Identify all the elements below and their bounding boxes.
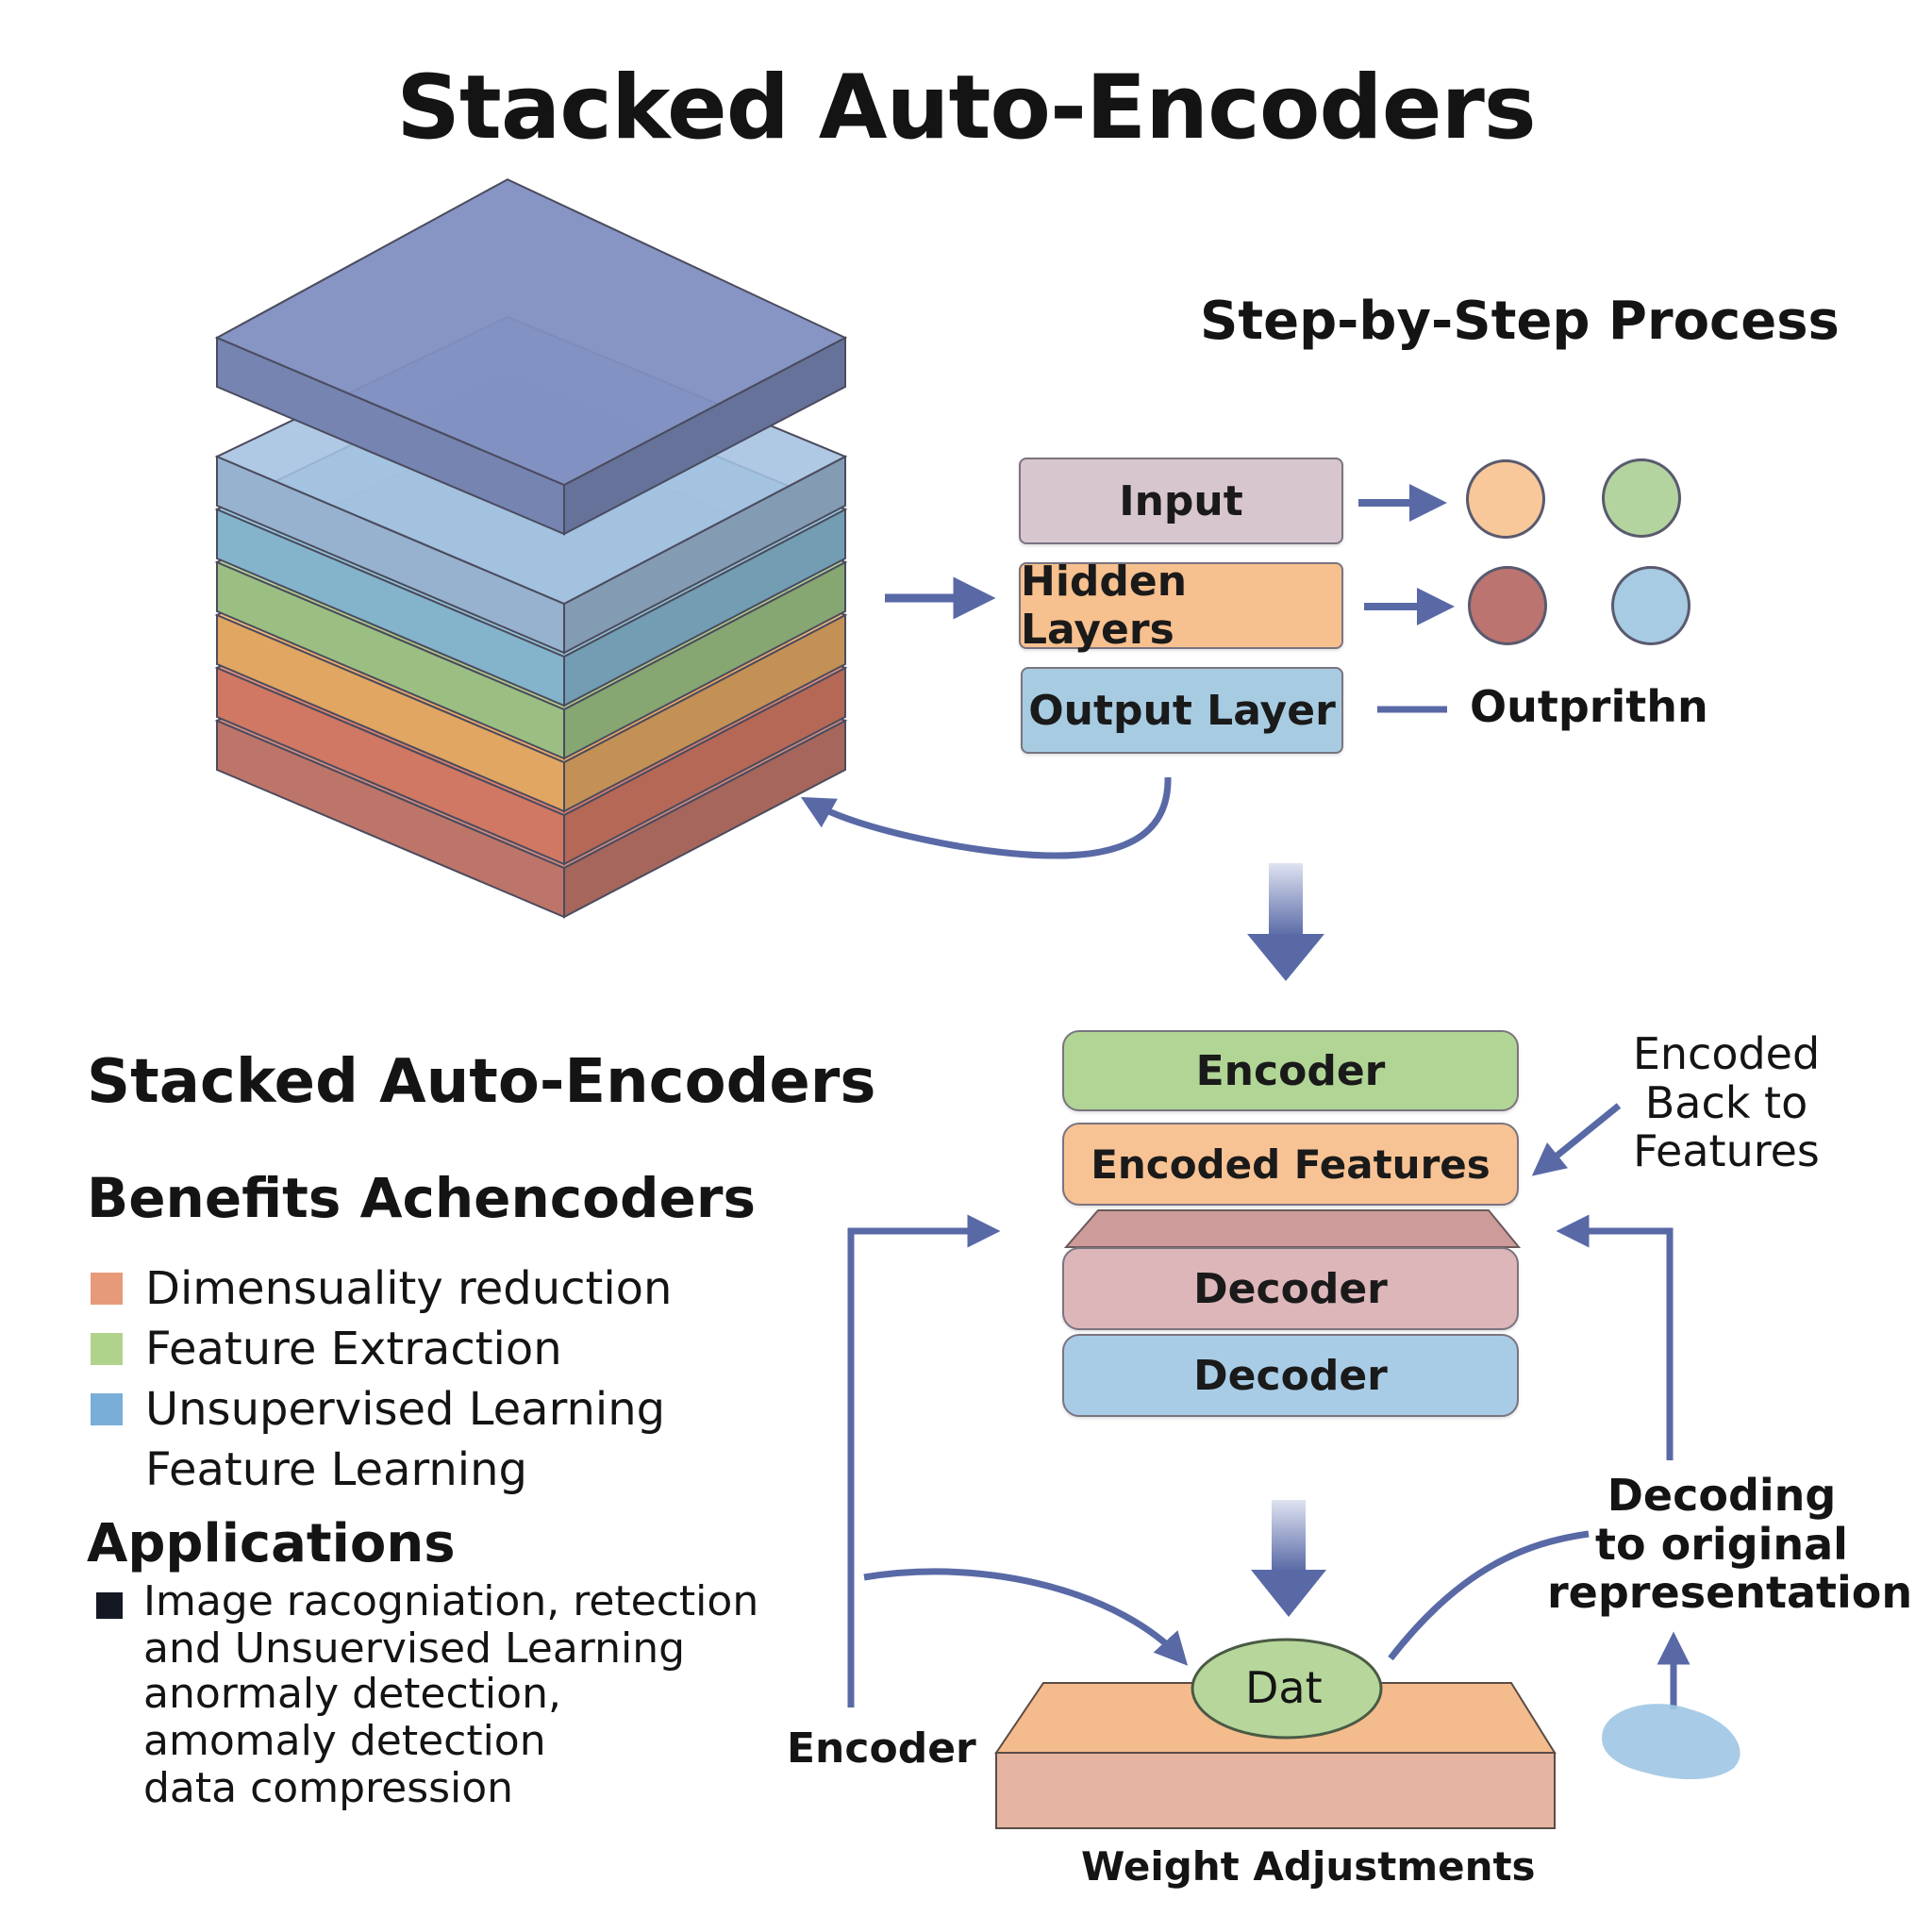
benefit-item: Feature Extraction bbox=[91, 1323, 562, 1375]
benefit-item: Dimensuality reduction bbox=[91, 1262, 672, 1315]
applications-heading: Applications bbox=[87, 1513, 456, 1574]
benefit-swatch-icon bbox=[91, 1393, 123, 1425]
benefits-heading: Benefits Achencoders bbox=[87, 1166, 756, 1230]
benefit-extra: Feature Learning bbox=[145, 1443, 528, 1496]
connector-trapezoid bbox=[1063, 1209, 1522, 1248]
applications-bullet-icon bbox=[96, 1592, 123, 1619]
application-line: data compression bbox=[143, 1764, 514, 1812]
encoded-features-box: Encoded Features bbox=[1062, 1123, 1519, 1206]
node-red bbox=[1468, 566, 1547, 645]
weight-adjustments-label: Weight Adjustments bbox=[1081, 1843, 1536, 1890]
layer-stack bbox=[214, 178, 848, 919]
node-blue bbox=[1611, 566, 1690, 645]
benefit-label: Dimensuality reduction bbox=[145, 1262, 673, 1315]
data-node bbox=[1191, 1638, 1383, 1740]
hidden-layers-box: Hidden Layers bbox=[1019, 558, 1343, 654]
benefit-swatch-icon bbox=[91, 1273, 123, 1305]
arrow-right-loop bbox=[1556, 1214, 1674, 1460]
down-arrow-top bbox=[1247, 863, 1324, 981]
decoder-box-2: Decoder bbox=[1062, 1334, 1519, 1417]
application-line: and Unsuervised Learning bbox=[143, 1624, 686, 1673]
arrow-feedback-curve bbox=[800, 776, 1172, 859]
benefit-label: Unsupervised Learning bbox=[145, 1383, 666, 1436]
arrow-curve-to-data bbox=[863, 1568, 1189, 1666]
blue-blob bbox=[1602, 1704, 1740, 1780]
decoding-text: Decoding to original representation bbox=[1547, 1470, 1913, 1619]
left-heading: Stacked Auto-Encoders bbox=[87, 1047, 876, 1117]
input-box: Input bbox=[1019, 458, 1343, 544]
node-orange bbox=[1466, 459, 1545, 539]
encoder-side-label: Encoder bbox=[787, 1724, 976, 1773]
stack-layer bbox=[214, 178, 848, 536]
output-layer-box: Output Layer bbox=[1021, 667, 1343, 754]
output-label: Outprithn bbox=[1470, 681, 1708, 732]
application-line: anormaly detection, bbox=[143, 1670, 561, 1718]
process-heading: Step-by-Step Process bbox=[1200, 291, 1840, 352]
curve-data-to-decoding bbox=[1388, 1530, 1590, 1661]
down-arrow-bottom bbox=[1251, 1500, 1326, 1617]
encoded-back-text: Encoded Back to Features bbox=[1632, 1028, 1821, 1177]
application-line: amomaly detection bbox=[143, 1717, 546, 1765]
node-green bbox=[1602, 458, 1681, 538]
arrow-encoded-back bbox=[1531, 1103, 1622, 1176]
decoding-label: Decoding to original representation bbox=[1547, 1470, 1913, 1619]
data-label: Dat bbox=[1245, 1662, 1323, 1713]
decoder-box-1: Decoder bbox=[1062, 1247, 1519, 1330]
arrow-left-loop bbox=[847, 1214, 1001, 1707]
encoder-box: Encoder bbox=[1062, 1030, 1519, 1111]
benefit-swatch-icon bbox=[91, 1333, 123, 1365]
encoded-back-label: Encoded Back to Features bbox=[1594, 1028, 1858, 1177]
page-title: Stacked Auto-Encoders bbox=[396, 57, 1537, 159]
benefit-item: Unsupervised Learning bbox=[91, 1383, 665, 1436]
application-line: Image racogniation, retection bbox=[143, 1577, 759, 1625]
benefit-label: Feature Extraction bbox=[145, 1323, 562, 1375]
